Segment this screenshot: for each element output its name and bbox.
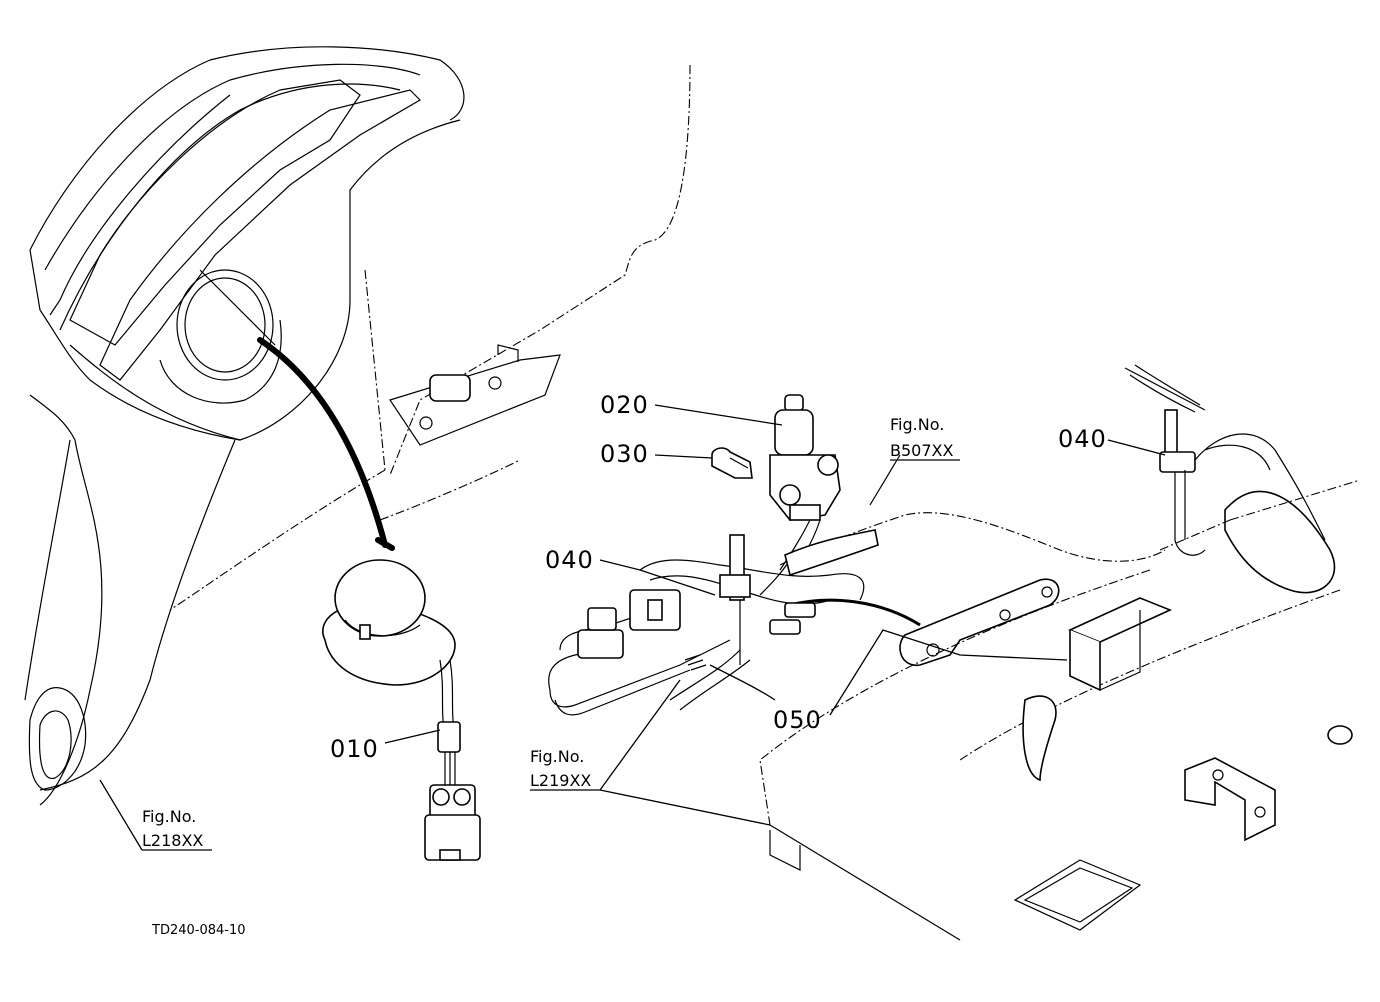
frame-details-right	[759, 479, 1361, 941]
hose-clamp-040-right	[1124, 364, 1336, 594]
fig-ref-l219xx-line2: L219XX	[530, 771, 591, 790]
fig-ref-b507xx-line1: Fig.No.	[890, 415, 944, 434]
bolt-030	[711, 447, 753, 479]
callout-050: 050	[773, 706, 822, 734]
callout-040-left: 040	[545, 546, 594, 574]
callout-040-right: 040	[1058, 425, 1107, 453]
callout-010: 010	[330, 735, 379, 763]
work-lamp-010	[322, 559, 481, 861]
switch-020	[769, 394, 841, 521]
arrow-tip-lamp	[375, 537, 395, 551]
fender-assembly	[24, 46, 691, 806]
wiring-harness	[548, 454, 1166, 716]
fig-ref-l218xx-line1: Fig.No.	[142, 807, 196, 826]
callout-030: 030	[600, 440, 649, 468]
connection-arrow-lamp	[257, 337, 388, 548]
drawing-code: TD240-084-10	[151, 923, 246, 938]
callout-020: 020	[600, 391, 649, 419]
fig-ref-l219xx-line1: Fig.No.	[530, 747, 584, 766]
fig-ref-b507xx-line2: B507XX	[890, 441, 953, 460]
fig-ref-l218xx-line2: L218XX	[142, 831, 203, 850]
bracket-050	[899, 578, 1060, 666]
leader-lines	[99, 404, 1166, 851]
